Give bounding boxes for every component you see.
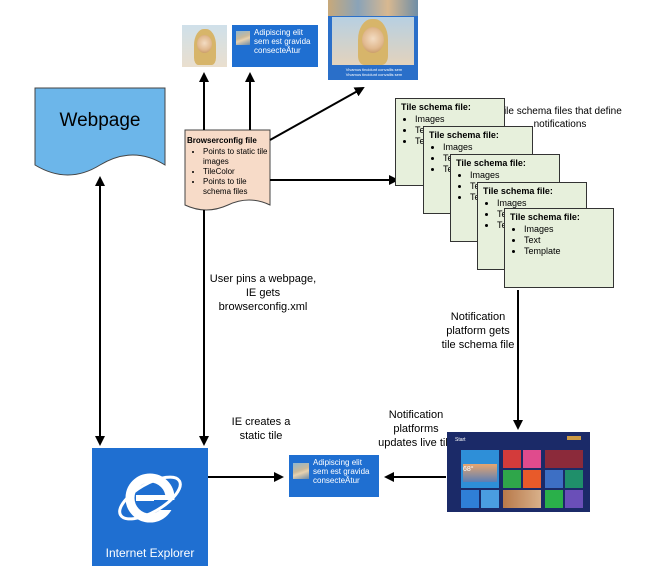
ie-tile-label: Internet Explorer: [105, 546, 195, 560]
start-tile: [503, 450, 521, 468]
schema-title: Tile schema file:: [401, 102, 471, 112]
browserconfig-item: TileColor: [203, 167, 271, 177]
start-screen: Start 68°: [447, 432, 590, 512]
start-tile: [545, 450, 583, 468]
start-tile: [545, 470, 563, 488]
start-tile: [523, 450, 541, 468]
start-temp: 68°: [463, 466, 474, 473]
webpage-document: [34, 87, 166, 176]
live-tile: Adipiscing elit sem est gravida consecte…: [289, 455, 379, 497]
schema-title: Tile schema file:: [429, 130, 499, 140]
small-text-tile: Adipiscing elit sem est gravida consecte…: [232, 25, 318, 67]
start-tile: [565, 470, 583, 488]
schema-item: Images: [470, 170, 554, 181]
schema-file: Tile schema file: ImagesTextTemplate: [504, 208, 614, 288]
start-tile: [481, 490, 499, 508]
browserconfig-content: Browserconfig file Points to static tile…: [187, 136, 271, 197]
small-photo-tile: [182, 25, 227, 67]
schema-caption: Tile schema files that define notificati…: [498, 106, 622, 130]
start-tile: 68°: [461, 450, 499, 488]
start-tile: [503, 470, 521, 488]
annotation-notification-updates: Notification platforms updates live tile: [378, 409, 454, 449]
annotation-ie-creates: IE creates a static tile: [231, 416, 291, 442]
schema-item: Text: [524, 235, 608, 246]
start-label: Start: [455, 437, 466, 443]
schema-title: Tile schema file:: [510, 212, 580, 222]
schema-item: Images: [497, 198, 581, 209]
schema-title: Tile schema file:: [456, 158, 526, 168]
schema-item: Images: [524, 224, 608, 235]
browserconfig-item: Points to tile schema files: [203, 177, 271, 197]
schema-title: Tile schema file:: [483, 186, 553, 196]
start-tile: [523, 470, 541, 488]
ie-tile: Internet Explorer: [92, 448, 208, 566]
annotation-notification-gets: Notification platform gets tile schema f…: [441, 311, 515, 351]
schema-item: Images: [415, 114, 499, 125]
tile-thumbnail: [293, 463, 309, 479]
small-tile-text: Adipiscing elit sem est gravida consecte…: [254, 28, 311, 55]
annotation-user-pins: User pins a webpage, IE gets browserconf…: [209, 273, 317, 313]
browserconfig-item: Points to static tile images: [203, 147, 271, 167]
schema-item: Template: [524, 246, 608, 257]
schema-item: Images: [443, 142, 527, 153]
start-tile: [565, 490, 583, 508]
arrow-to-wide-tile: [269, 87, 365, 141]
browserconfig-title: Browserconfig file: [187, 136, 257, 145]
start-tile: [545, 490, 563, 508]
wide-tile-caption-2: Vivamus tincidunt convallis sem: [345, 72, 403, 77]
ie-logo-icon: [118, 473, 182, 523]
browserconfig-document: [184, 129, 271, 211]
tile-thumbnail: [236, 31, 250, 45]
wide-tile-caption-1: Vivamus tincidunt convallis sem: [345, 67, 403, 72]
wide-photo-tile: Vivamus tincidunt convallis sem Vivamus …: [328, 0, 418, 80]
start-tile: [461, 490, 479, 508]
start-tile: [503, 490, 541, 508]
live-tile-text: Adipiscing elit sem est gravida consecte…: [313, 458, 370, 485]
webpage-label: Webpage: [59, 110, 141, 131]
